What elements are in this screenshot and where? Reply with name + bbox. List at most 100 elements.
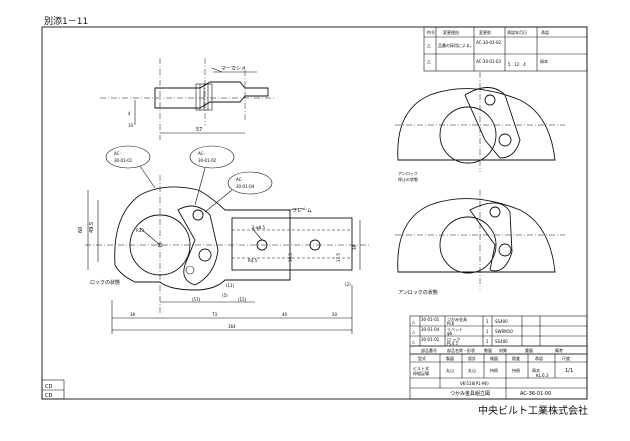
part1-qty: 1 [486,319,489,324]
dim-15-paren: (15) [238,297,247,302]
drawing-border [41,26,588,400]
label-frame: フレーム [292,208,312,214]
part2-name2: φ6 [447,331,453,336]
part1-name: つかみ金具 [447,316,467,322]
dim-40: 40 [282,312,288,317]
dim-57-paren: (57) [192,297,201,302]
part3-qty: 1 [486,339,489,344]
left-box-row1: CD [45,384,52,390]
dim-38: 38 [352,244,357,250]
callout-3-line1: AC- [236,177,243,182]
rev-header-mark: 符号 [427,29,435,35]
callout-2-line1: AC- [198,151,205,156]
dim-60: 60 [78,227,84,233]
tb-type: 型式 [418,355,426,361]
dim-10: 10 [128,123,134,128]
dim-73: 73 [212,312,218,317]
label-unlock-stop-2: 停止の状態 [398,176,418,182]
rev-row1-before: AC-30-01-02 [476,40,502,45]
rev-row1-mark: △ [427,43,431,49]
tb-scale-label: 尺度 [562,355,570,361]
revision-table: 符号 変更理由 変更前 承認年月日 承認 △ 品番の採用による。 AC-30-0… [423,26,588,72]
rev-row2-mark: △ [427,59,431,65]
tb-approve: 承認 [535,355,543,361]
dim-r33: R33 [136,228,144,233]
rev-header-approval: 承認 [541,29,549,35]
tb-verify: 照査 [512,355,520,361]
dim-49-5: 49.5 [89,222,95,233]
callout-2-line2: 30-01-02 [198,158,217,163]
dim-phi-holes: 2-φ8.5 [252,225,265,230]
rev-row2-approval: 岡本 [540,58,548,64]
callout-1-line2: 30-01-01 [114,158,133,163]
rev-row1-reason: 品番の採用による。 [438,42,474,48]
dim-19-5: 19.5 [288,253,293,262]
dim-4: 4 [128,111,131,116]
dim-164: 164 [228,324,236,329]
rev-header-reason: 変更理由 [443,29,459,35]
callout-3-line2: 30-01-04 [236,184,255,189]
dim-paren-2: (2) [345,282,351,287]
label-locked-state: ロックの状態 [90,279,120,286]
part3-name: ロ ック [447,336,460,342]
part2-mark: △ [412,329,416,334]
tb-product-1: ビルト式 [413,365,429,371]
part2-name: リベット [447,327,463,332]
dim-r4-5: R4.5 [248,258,258,263]
parts-list: △ 30-01-01 つかみ金具 PL6 1 SS400 △ 30-01-04 … [409,315,588,355]
rev-row2-before: AC-30-01-03 [476,59,502,64]
parts-header-note: 備考 [555,347,563,353]
main-view: R33 2-φ8.5 フレーム AC- 30-01-01 AC- 30-01-0… [78,145,370,334]
title-block: 型式 製図 設計 検図 照査 承認 尺度 ビルト式 枠組足場 丸山 丸山 持冊 … [409,353,588,400]
part3-code: 30-01-02 [421,337,440,342]
company-name: 中央ビルト工業株式会社 [478,406,588,417]
tb-name-1: 丸山 [446,367,454,373]
dim-39: 39 [130,312,136,317]
tb-name-4: 持冊 [512,367,520,373]
part2-code: 30-01-04 [421,327,440,332]
left-box-row2: CD [45,393,52,399]
tb-dwg-no: AC-36-01-00 [520,391,551,397]
part2-qty: 1 [486,329,489,334]
rev-header-date: 承認年月日 [507,29,527,35]
tb-name-5: 岡本 [532,367,540,373]
unlock-stop-view: アンロック 停止の状態 [395,72,565,182]
tb-check: 検図 [490,355,498,361]
part3-mark: △ [412,339,416,344]
tb-draft: 製図 [446,355,454,361]
left-box: CD CD [41,379,65,400]
dim-17-5: 17.5 [336,253,341,262]
part1-code: 30-01-01 [421,317,440,322]
part1-material: SS400 [495,319,508,324]
parts-header-material: 材質 [499,347,507,353]
tb-catalog: VK-518(P1-96) [460,381,489,386]
rev-header-before: 変更前 [479,29,491,35]
part1-mark: △ [412,319,416,324]
tb-scale: 1/1 [565,368,573,374]
top-view: マーカシメ 57 4 10 [100,58,275,140]
tb-design: 設計 [468,355,476,361]
parts-header-qty: 数量 [484,347,492,353]
tb-name-3: 持冊 [490,367,498,373]
tb-product-2: 枠組足場 [413,370,429,376]
part3-name2: PL4.5 [447,341,458,346]
tb-maker: つかみ金具組立図 [450,390,490,397]
dim-57-top: 57 [196,127,202,133]
dim-20: 20 [332,312,338,317]
dim-11: (11) [226,283,235,288]
parts-header-name: 部品名称・形状 [447,347,475,353]
part2-material: SWRM10 [495,329,513,334]
dim-5: (5) [222,293,228,298]
rev-row2-date: 5 . 12 . 4 [508,62,526,67]
label-unlock-state: アンロックの状態 [398,289,438,296]
unlock-view: アンロックの状態 [395,190,565,296]
label-marking: マーカシメ [221,66,246,72]
part1-name2: PL6 [447,321,455,326]
part3-material: SS400 [495,339,508,344]
label-unlock-stop-1: アンロック [398,170,418,176]
callout-1-line1: AC- [114,151,121,156]
parts-header-code: 部品番号 [421,347,437,353]
tb-name-2: 丸山 [468,367,476,373]
page-reference: 別添1－11 [44,17,89,27]
